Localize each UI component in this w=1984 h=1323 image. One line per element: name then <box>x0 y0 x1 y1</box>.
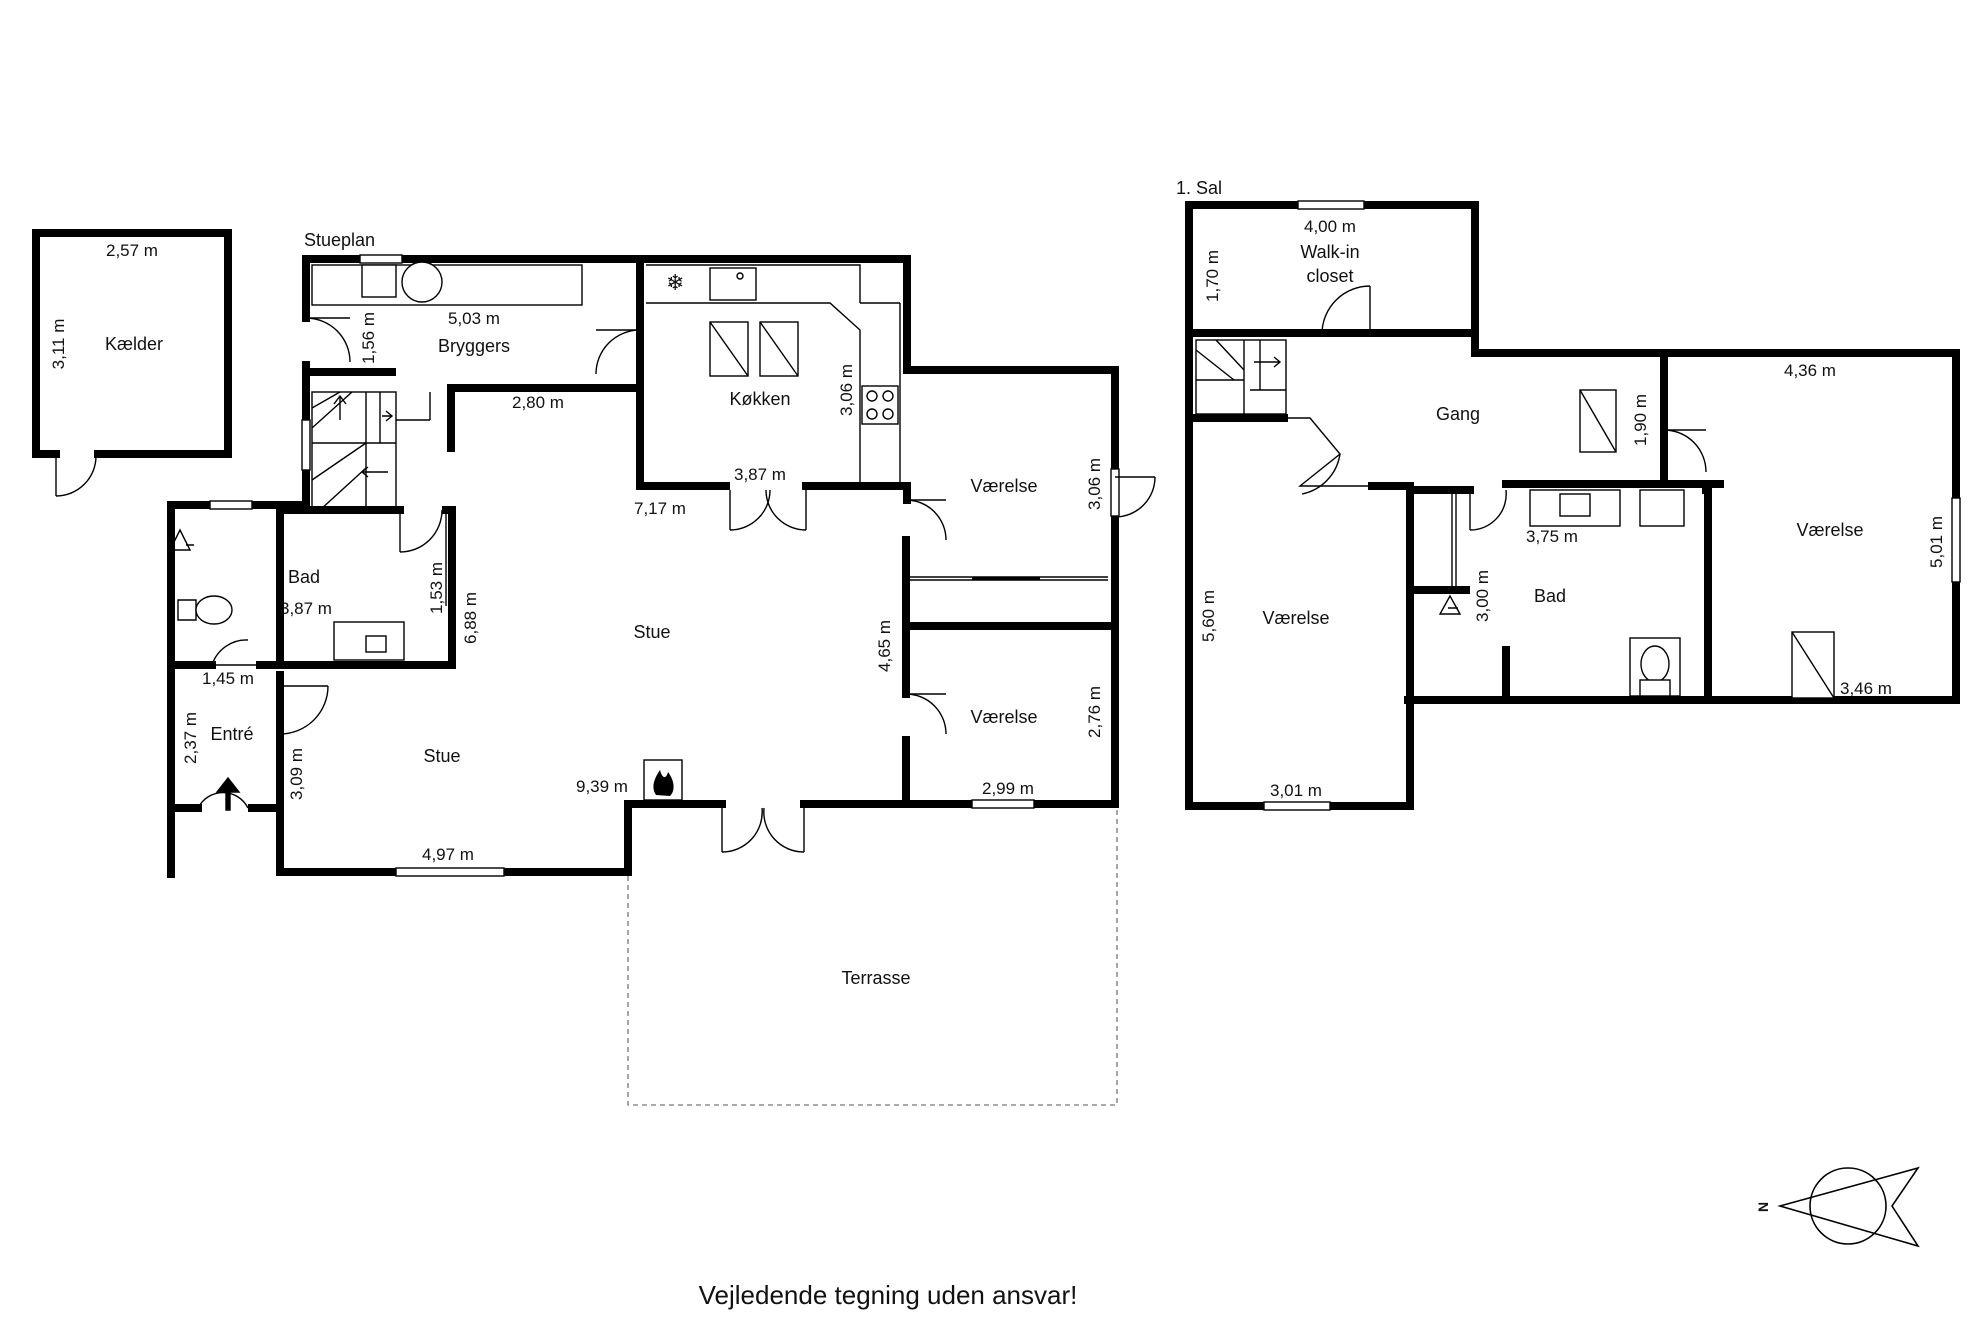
ground-floor-label: Stueplan <box>304 230 375 250</box>
dim-vaerelse2-h: 2,76 m <box>1085 686 1104 738</box>
room-stue-1: Stue <box>633 622 670 642</box>
dim-walkin-h: 1,70 m <box>1203 250 1222 302</box>
dim-gang-h: 1,90 m <box>1631 394 1650 446</box>
dim-hall-w: 2,80 m <box>512 393 564 412</box>
dim-vaerelse2-w: 2,99 m <box>982 779 1034 798</box>
room-kaelder: Kælder <box>105 334 163 354</box>
room-kokken: Køkken <box>729 389 790 409</box>
dim-kaelder-h: 3,11 m <box>49 319 68 370</box>
dim-stue-h2: 4,65 m <box>875 620 894 672</box>
dim-stue2-h: 3,09 m <box>287 748 306 800</box>
dim-entre-h: 2,37 m <box>181 712 200 764</box>
dim-vaerelseA-w: 3,01 m <box>1270 781 1322 800</box>
dim-vaerelseB-w2: 3,46 m <box>1840 679 1892 698</box>
ground-floor: ❄ <box>167 254 1156 1106</box>
dim-vaerelseA-h: 5,60 m <box>1199 590 1218 642</box>
room-vaerelse-1: Værelse <box>970 476 1037 496</box>
room-vaerelse-a: Værelse <box>1262 608 1329 628</box>
dim-bryggers-h: 1,56 m <box>359 312 378 364</box>
entrance-arrow-icon <box>215 776 241 811</box>
room-walkin: Walk-in <box>1300 242 1359 262</box>
dim-bad-upper-h: 3,00 m <box>1473 570 1492 622</box>
dim-bad-upper-w: 3,75 m <box>1526 527 1578 546</box>
dim-kokken-w: 3,87 m <box>734 465 786 484</box>
room-bryggers: Bryggers <box>438 336 510 356</box>
room-bad: Bad <box>288 567 320 587</box>
room-stue-2: Stue <box>423 746 460 766</box>
freezer-icon: ❄ <box>666 270 684 295</box>
dim-bad-h: 1,53 m <box>427 562 446 614</box>
fireplace-icon <box>653 770 674 796</box>
compass-north-label: N <box>1755 1202 1771 1212</box>
dim-stue2-w: 4,97 m <box>422 845 474 864</box>
dim-bad-w: 3,87 m <box>280 599 332 618</box>
dim-entre-w: 1,45 m <box>202 669 254 688</box>
dim-vaerelse1-h: 3,06 m <box>1085 458 1104 510</box>
compass-icon: N <box>1755 1166 1920 1248</box>
dim-stue-w: 7,17 m <box>634 499 686 518</box>
dim-vaerelseB-h: 5,01 m <box>1927 516 1946 568</box>
room-gang: Gang <box>1436 404 1480 424</box>
dim-walkin-w: 4,00 m <box>1304 217 1356 236</box>
upper-floor <box>1185 200 1961 811</box>
dim-kokken-h: 3,06 m <box>837 364 856 416</box>
upper-floor-label: 1. Sal <box>1176 178 1222 198</box>
dim-vaerelseB-w: 4,36 m <box>1784 361 1836 380</box>
room-closet: closet <box>1306 266 1353 286</box>
dim-stue-w2: 9,39 m <box>576 777 628 796</box>
room-vaerelse-b: Værelse <box>1796 520 1863 540</box>
dim-stue-h: 6,88 m <box>461 592 480 644</box>
dim-kaelder-w: 2,57 m <box>106 241 158 260</box>
dim-bryggers-w: 5,03 m <box>448 309 500 328</box>
room-entre: Entré <box>210 724 253 744</box>
room-bad-upper: Bad <box>1534 586 1566 606</box>
room-vaerelse-2: Værelse <box>970 707 1037 727</box>
room-terrasse: Terrasse <box>841 968 910 988</box>
disclaimer-text: Vejledende tegning uden ansvar! <box>699 1280 1078 1310</box>
kaelder-room <box>32 229 232 497</box>
